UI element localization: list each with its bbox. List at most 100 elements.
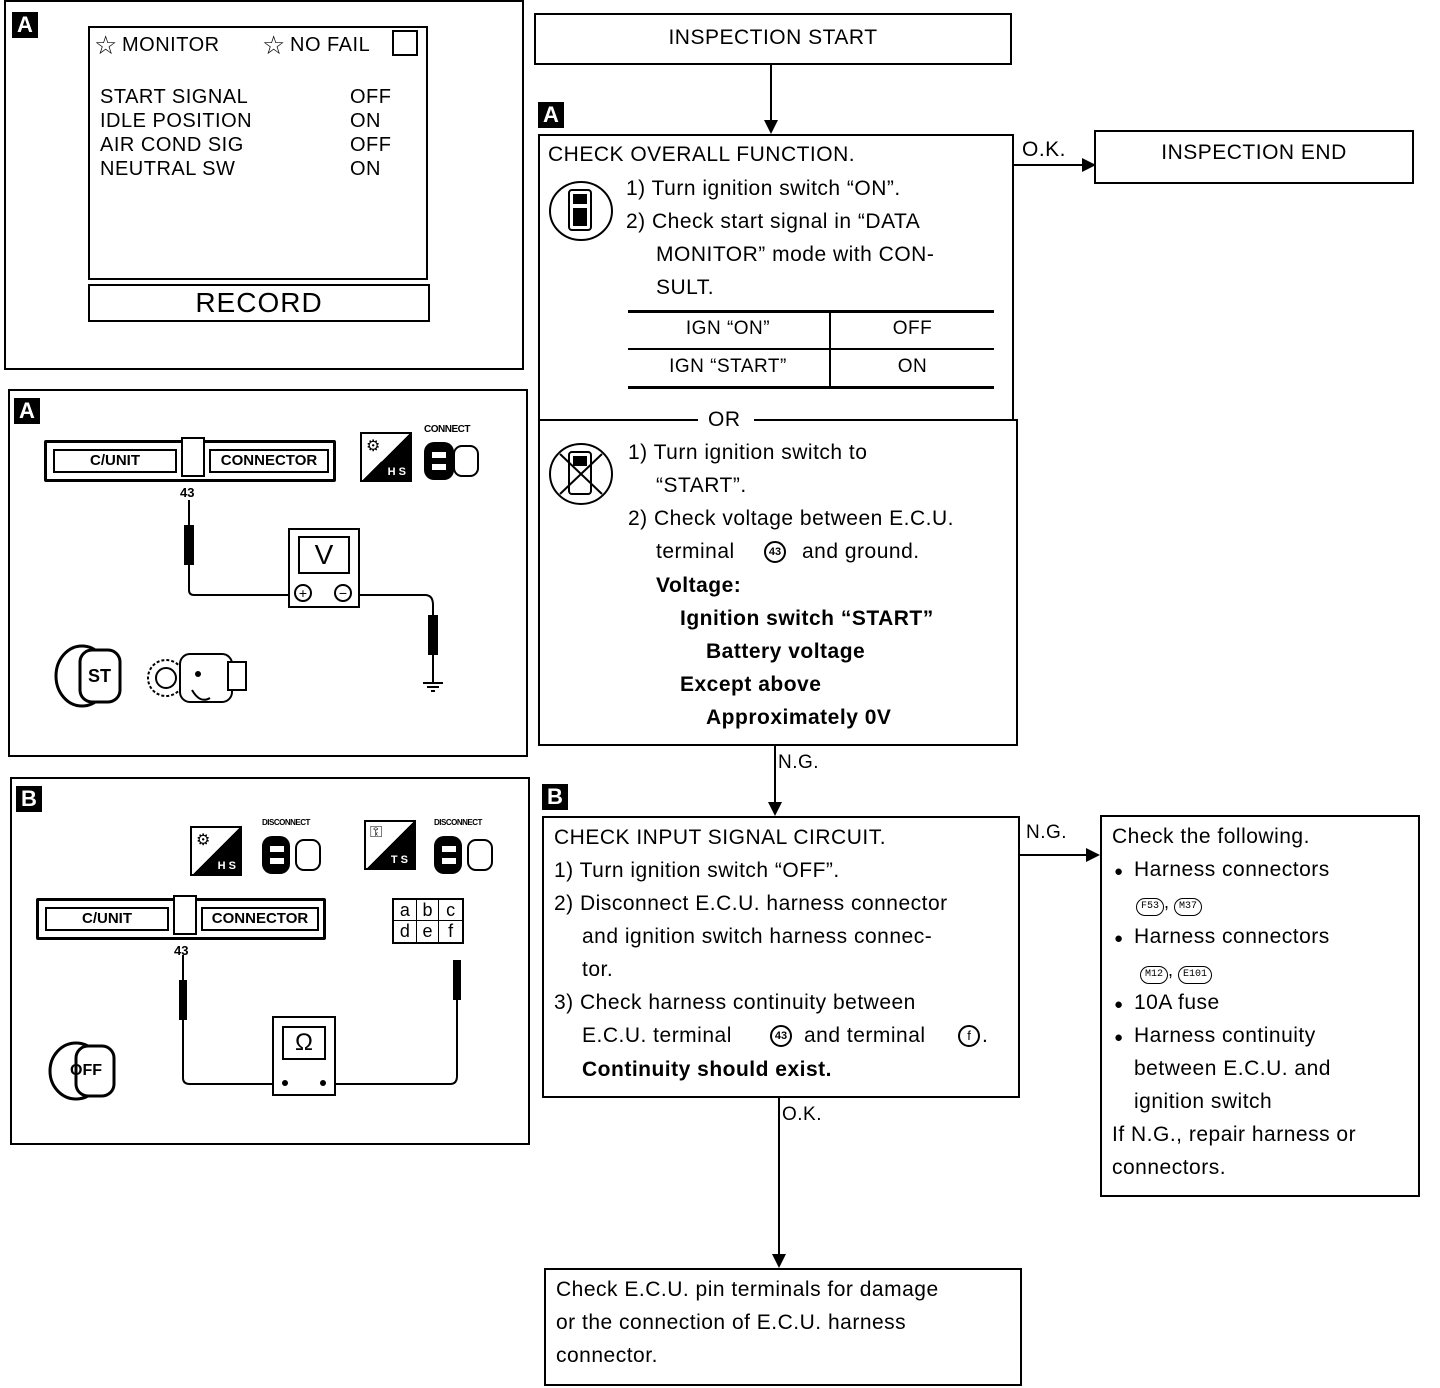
arrow-down-icon [768, 802, 782, 816]
grid-cell: d [394, 921, 417, 942]
monitor-row-value: ON [350, 110, 381, 132]
box-b-line: and ignition switch harness connec- [582, 925, 933, 948]
check-overall-function-box [538, 134, 1014, 421]
arrow-right-icon [1082, 158, 1096, 172]
or-label: OR [708, 408, 741, 431]
grid-cell: a [394, 900, 417, 921]
period: . [982, 1024, 989, 1047]
box-a-step: 2) Check start signal in “DATA [626, 210, 921, 233]
section-tag-b: B [16, 786, 42, 812]
box-a-alt-step: terminal [656, 540, 735, 563]
ok-label: O.K. [782, 1104, 823, 1125]
no-consult-icon [549, 443, 613, 505]
terminal-circle-num: 43 [774, 1030, 788, 1042]
monitor-header: MONITOR [122, 34, 220, 56]
ohmmeter: Ω [272, 1016, 336, 1096]
voltage-line: Except above [680, 673, 822, 696]
table-cell: IGN “START” [669, 356, 787, 377]
cunit-label: C/UNIT [53, 449, 177, 473]
ohmmeter-symbol: Ω [282, 1026, 326, 1060]
ok-label: O.K. [1022, 138, 1067, 161]
check-item-cont: between E.C.U. and [1134, 1057, 1331, 1080]
hs-engine-icon: ⚙ H S [360, 432, 412, 482]
box-b-line: 1) Turn ignition switch “OFF”. [554, 859, 840, 882]
monitor-row-label: START SIGNAL [100, 86, 249, 108]
star-icon: ☆ [262, 30, 286, 60]
connector-code: E101 [1178, 966, 1213, 984]
disconnect-plug-icon [262, 836, 321, 874]
minus-terminal-icon: − [334, 584, 352, 602]
connector-label: CONNECTOR [201, 907, 319, 931]
connector-code: M37 [1174, 898, 1203, 916]
plus-terminal-icon: + [294, 584, 312, 602]
box-b-line: 3) Check harness continuity between [554, 991, 916, 1014]
box-b-line: Continuity should exist. [582, 1058, 833, 1081]
voltmeter-circuit [184, 500, 443, 692]
consult-tester-icon [549, 181, 613, 241]
minus-symbol: − [338, 585, 348, 601]
arrow-down-icon [764, 120, 778, 134]
plus-symbol: + [298, 585, 308, 601]
grid-cell: c [439, 900, 462, 921]
terminal-circle-icon: 43 [770, 1025, 792, 1047]
key-label: ST [88, 666, 112, 686]
arrow-down-icon [772, 1254, 786, 1268]
final-check-box [544, 1268, 1022, 1386]
terminal-dot-icon [282, 1080, 288, 1086]
voltage-line: Battery voltage [706, 640, 866, 663]
check-item: 10A fuse [1114, 986, 1220, 1021]
flow-line [774, 746, 776, 804]
section-tag-b: B [542, 784, 568, 810]
record-label: RECORD [195, 287, 323, 318]
ng-label: N.G. [1026, 822, 1068, 843]
inspection-start-box: INSPECTION START [534, 13, 1012, 65]
box-a-alt-step: and ground. [802, 540, 920, 563]
engine-icon [147, 653, 247, 703]
check-following-footer: If N.G., repair harness or [1112, 1123, 1357, 1146]
voltmeter-symbol: V [298, 536, 350, 574]
box-a-step: 1) Turn ignition switch “ON”. [626, 177, 901, 200]
or-divider [754, 419, 1018, 421]
final-check-line: or the connection of E.C.U. harness [556, 1311, 907, 1334]
box-b-line: 2) Disconnect E.C.U. harness connector [554, 892, 948, 915]
connector-code: M12 [1140, 966, 1169, 984]
ignition-key-icon [48, 1041, 116, 1101]
flow-line [778, 1098, 780, 1256]
alternate-check-box [538, 419, 1018, 746]
monitor-row-label: IDLE POSITION [100, 110, 253, 132]
or-divider [538, 419, 698, 421]
disconnect-label: DISCONNECT [262, 818, 310, 827]
hs-engine-icon: ⚙ H S [190, 826, 242, 876]
disconnect-plug-icon [434, 836, 493, 874]
voltage-line: Ignition switch “START” [680, 607, 934, 630]
nofail-checkbox[interactable] [392, 30, 418, 56]
terminal-circle-icon: f [958, 1025, 980, 1047]
final-check-line: Check E.C.U. pin terminals for damage [556, 1278, 939, 1301]
connector-code: F53 [1136, 898, 1165, 916]
terminal-number: 43 [174, 943, 189, 958]
table-cell: ON [897, 356, 928, 377]
check-following-footer: connectors. [1112, 1156, 1227, 1179]
disconnect-label: DISCONNECT [434, 818, 482, 827]
check-input-signal-box [542, 816, 1020, 1098]
box-a-alt-step: 1) Turn ignition switch to [628, 441, 868, 464]
cunit-connector: C/UNIT CONNECTOR [44, 437, 336, 482]
flow-line [770, 65, 772, 122]
check-item-cont: ignition switch [1134, 1090, 1273, 1113]
section-tag-a: A [538, 102, 564, 128]
terminal-dot-icon [320, 1080, 326, 1086]
key-label: OFF [70, 1062, 102, 1079]
ng-label: N.G. [778, 752, 820, 773]
record-button[interactable]: RECORD [88, 284, 430, 322]
voltage-title: Voltage: [656, 574, 742, 597]
hs-label: H S [217, 860, 236, 872]
connector-code-row: F53, M37 [1136, 892, 1203, 916]
connect-label: CONNECT [424, 424, 470, 435]
connector-latch [173, 895, 197, 935]
grid-cell: b [416, 900, 440, 921]
voltmeter: V + − [288, 528, 360, 608]
terminal-number: 43 [180, 485, 195, 500]
box-a-alt-step: 2) Check voltage between E.C.U. [628, 507, 954, 530]
table-divider [829, 310, 831, 388]
box-b-title: CHECK INPUT SIGNAL CIRCUIT. [554, 826, 887, 849]
